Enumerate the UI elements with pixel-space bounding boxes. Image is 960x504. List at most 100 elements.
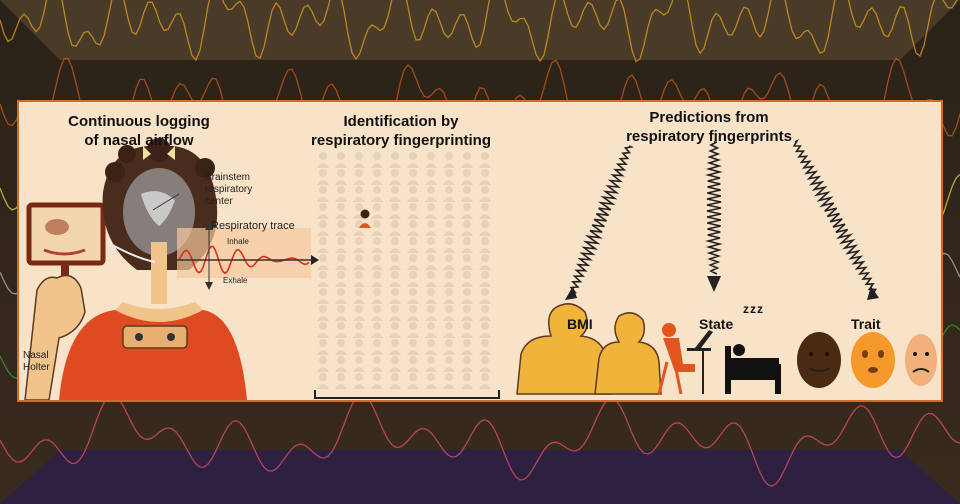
grid-person-body: [461, 282, 473, 287]
mirror-icon: [26, 202, 106, 279]
grid-person-body: [335, 197, 347, 202]
grid-person-body: [389, 197, 401, 202]
state-label: State: [699, 316, 734, 332]
grid-person-head: [373, 254, 381, 262]
grid-person-head: [445, 203, 453, 211]
nasal-holter-line1: Nasal: [23, 350, 49, 361]
grid-person-head: [445, 373, 453, 381]
grid-person-head: [319, 271, 327, 279]
grid-person-body: [371, 163, 383, 168]
grid-person-head: [481, 237, 489, 245]
grid-person-head: [373, 339, 381, 347]
grid-person-head: [445, 237, 453, 245]
grid-person-head: [463, 152, 471, 160]
grid-person-head: [337, 356, 345, 364]
grid-person-head: [337, 288, 345, 296]
grid-person-head: [391, 186, 399, 194]
grid-person-body: [371, 316, 383, 321]
grid-person-head: [355, 339, 363, 347]
grid-person-body: [461, 350, 473, 355]
grid-person-body: [425, 367, 437, 372]
grid-person-head: [391, 305, 399, 313]
grid-person-head: [409, 305, 417, 313]
grid-person-head: [427, 356, 435, 364]
grid-person-body: [425, 231, 437, 236]
grid-person-head: [481, 169, 489, 177]
grid-person-body: [353, 231, 365, 236]
grid-person-head: [445, 288, 453, 296]
grid-person-head: [445, 339, 453, 347]
grid-person-body: [353, 333, 365, 338]
grid-person-head: [427, 305, 435, 313]
grid-person-body: [461, 180, 473, 185]
grid-person-head: [391, 203, 399, 211]
grid-person-head: [463, 339, 471, 347]
grid-person-body: [353, 384, 365, 389]
section1-title-line1: Continuous logging: [68, 113, 210, 130]
grid-person-body: [479, 367, 491, 372]
respiratory-trace-label: Respiratory trace: [211, 220, 295, 232]
grid-person-body: [461, 333, 473, 338]
grid-person-body: [461, 197, 473, 202]
grid-person-body: [335, 333, 347, 338]
grid-person-body: [407, 316, 419, 321]
grid-person-body: [407, 248, 419, 253]
grid-person-head: [355, 288, 363, 296]
grid-person-body: [317, 163, 329, 168]
grid-person-body: [425, 299, 437, 304]
grid-person-head: [319, 305, 327, 313]
grid-person-body: [389, 282, 401, 287]
grid-person-body: [371, 265, 383, 270]
grid-person-body: [479, 163, 491, 168]
panel-artwork: [24, 138, 937, 400]
nasal-holter-line2: Holter: [23, 362, 50, 373]
grid-person-body: [461, 299, 473, 304]
grid-person-head: [391, 339, 399, 347]
grid-person-head: [373, 288, 381, 296]
grid-person-head: [427, 288, 435, 296]
brainstem-label: Brainstem respiratory center: [205, 172, 252, 208]
grid-person-head: [481, 186, 489, 194]
grid-person-head: [355, 152, 363, 160]
grid-person-body: [443, 316, 455, 321]
highlighted-person-icon: [359, 209, 371, 228]
grid-person-body: [479, 214, 491, 219]
grid-person-head: [409, 356, 417, 364]
grid-person-body: [461, 367, 473, 372]
grid-person-head: [427, 373, 435, 381]
grid-person-body: [461, 316, 473, 321]
grid-person-body: [335, 180, 347, 185]
grid-person-body: [317, 350, 329, 355]
grid-person-head: [463, 237, 471, 245]
grid-person-head: [391, 288, 399, 296]
grid-person-head: [481, 339, 489, 347]
grid-person-head: [319, 254, 327, 262]
brainstem-label-line2: respiratory: [205, 184, 253, 195]
grid-person-head: [481, 152, 489, 160]
grid-person-head: [355, 271, 363, 279]
grid-person-body: [407, 367, 419, 372]
grid-person-head: [337, 169, 345, 177]
grid-person-head: [427, 186, 435, 194]
grid-person-body: [443, 163, 455, 168]
grid-person-body: [479, 231, 491, 236]
grid-person-head: [463, 220, 471, 228]
grid-person-head: [355, 203, 363, 211]
section2-title-line2: respiratory fingerprinting: [310, 132, 492, 149]
grid-person-body: [443, 350, 455, 355]
grid-person-body: [407, 299, 419, 304]
grid-person-body: [407, 163, 419, 168]
grid-person-body: [479, 333, 491, 338]
grid-bracket: [314, 390, 500, 399]
grid-person-body: [389, 367, 401, 372]
grid-person-body: [425, 197, 437, 202]
grid-person-head: [391, 322, 399, 330]
grid-person-body: [389, 180, 401, 185]
grid-person-head: [319, 237, 327, 245]
grid-person-head: [463, 356, 471, 364]
grid-person-head: [445, 254, 453, 262]
grid-person-head: [409, 288, 417, 296]
grid-person-head: [373, 220, 381, 228]
grid-person-body: [461, 231, 473, 236]
grid-person-body: [353, 180, 365, 185]
